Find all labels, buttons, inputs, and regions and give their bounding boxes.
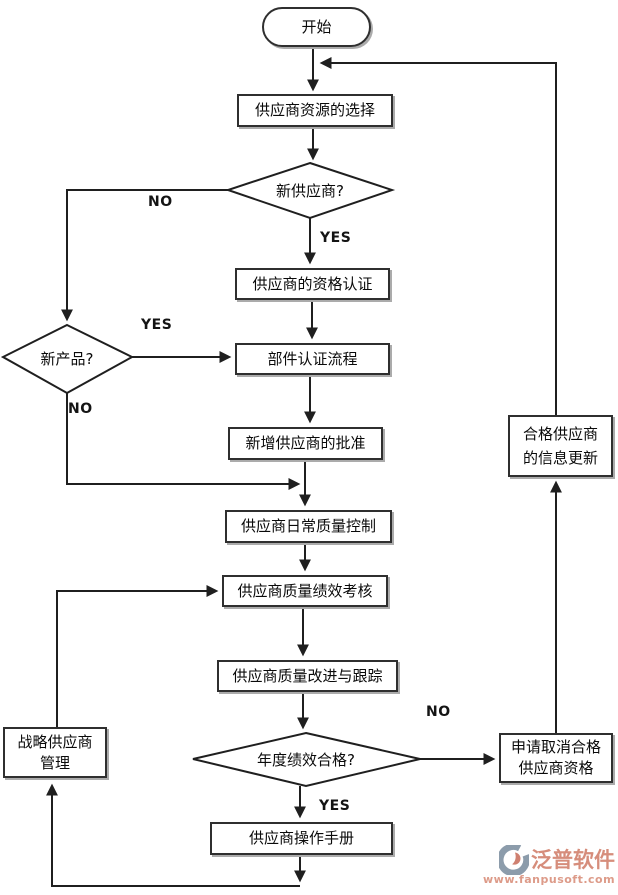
decision-annual-performance-shape: [192, 731, 421, 788]
node-qualified-supplier-update: 合格供应商的信息更新: [508, 415, 613, 477]
label-annual-yes: YES: [319, 798, 351, 814]
edge-newproduct-no: [66, 393, 301, 490]
edge-strategic-to-performance: [56, 585, 219, 727]
node-new-supplier-approval: 新增供应商的批准: [228, 427, 383, 460]
node-strategic-supplier-mgmt: 战略供应商管理: [3, 727, 107, 778]
node-component-cert: 部件认证流程: [235, 343, 390, 375]
fanpu-logo: 泛普软件 www.fanpusoft.com: [483, 845, 615, 886]
edge-bottom-to-strategic: [46, 783, 300, 887]
decision-new-supplier-shape: [224, 161, 396, 220]
fanpu-logo-text: 泛普软件: [531, 848, 615, 872]
label-annual-no: NO: [426, 704, 451, 720]
decision-new-product-shape: [0, 323, 135, 395]
node-quality-performance-review: 供应商质量绩效考核: [222, 575, 388, 607]
node-quality-improvement-tracking: 供应商质量改进与跟踪: [217, 660, 398, 692]
node-resource-selection: 供应商资源的选择: [237, 94, 393, 127]
label-new-product-no: NO: [68, 401, 93, 417]
node-annual-performance-question: 年度绩效合格?: [257, 750, 355, 769]
edge-update-feedback-loop: [319, 57, 557, 415]
node-cancel-qualification: 申请取消合格供应商资格: [499, 733, 613, 783]
label-new-product-yes: YES: [141, 317, 173, 333]
node-operation-manual: 供应商操作手册: [210, 822, 393, 855]
node-daily-quality-control: 供应商日常质量控制: [225, 510, 392, 543]
fanpu-logo-icon: [499, 845, 529, 875]
node-new-product-question: 新产品?: [40, 349, 94, 368]
node-qualification-cert: 供应商的资格认证: [235, 268, 390, 300]
fanpu-logo-url: www.fanpusoft.com: [483, 873, 616, 886]
label-new-supplier-no: NO: [148, 194, 173, 210]
node-new-supplier-question: 新供应商?: [276, 181, 344, 200]
edge-newsupplier-no: [61, 189, 228, 322]
label-new-supplier-yes: YES: [320, 230, 352, 246]
node-start: 开始: [262, 7, 371, 47]
